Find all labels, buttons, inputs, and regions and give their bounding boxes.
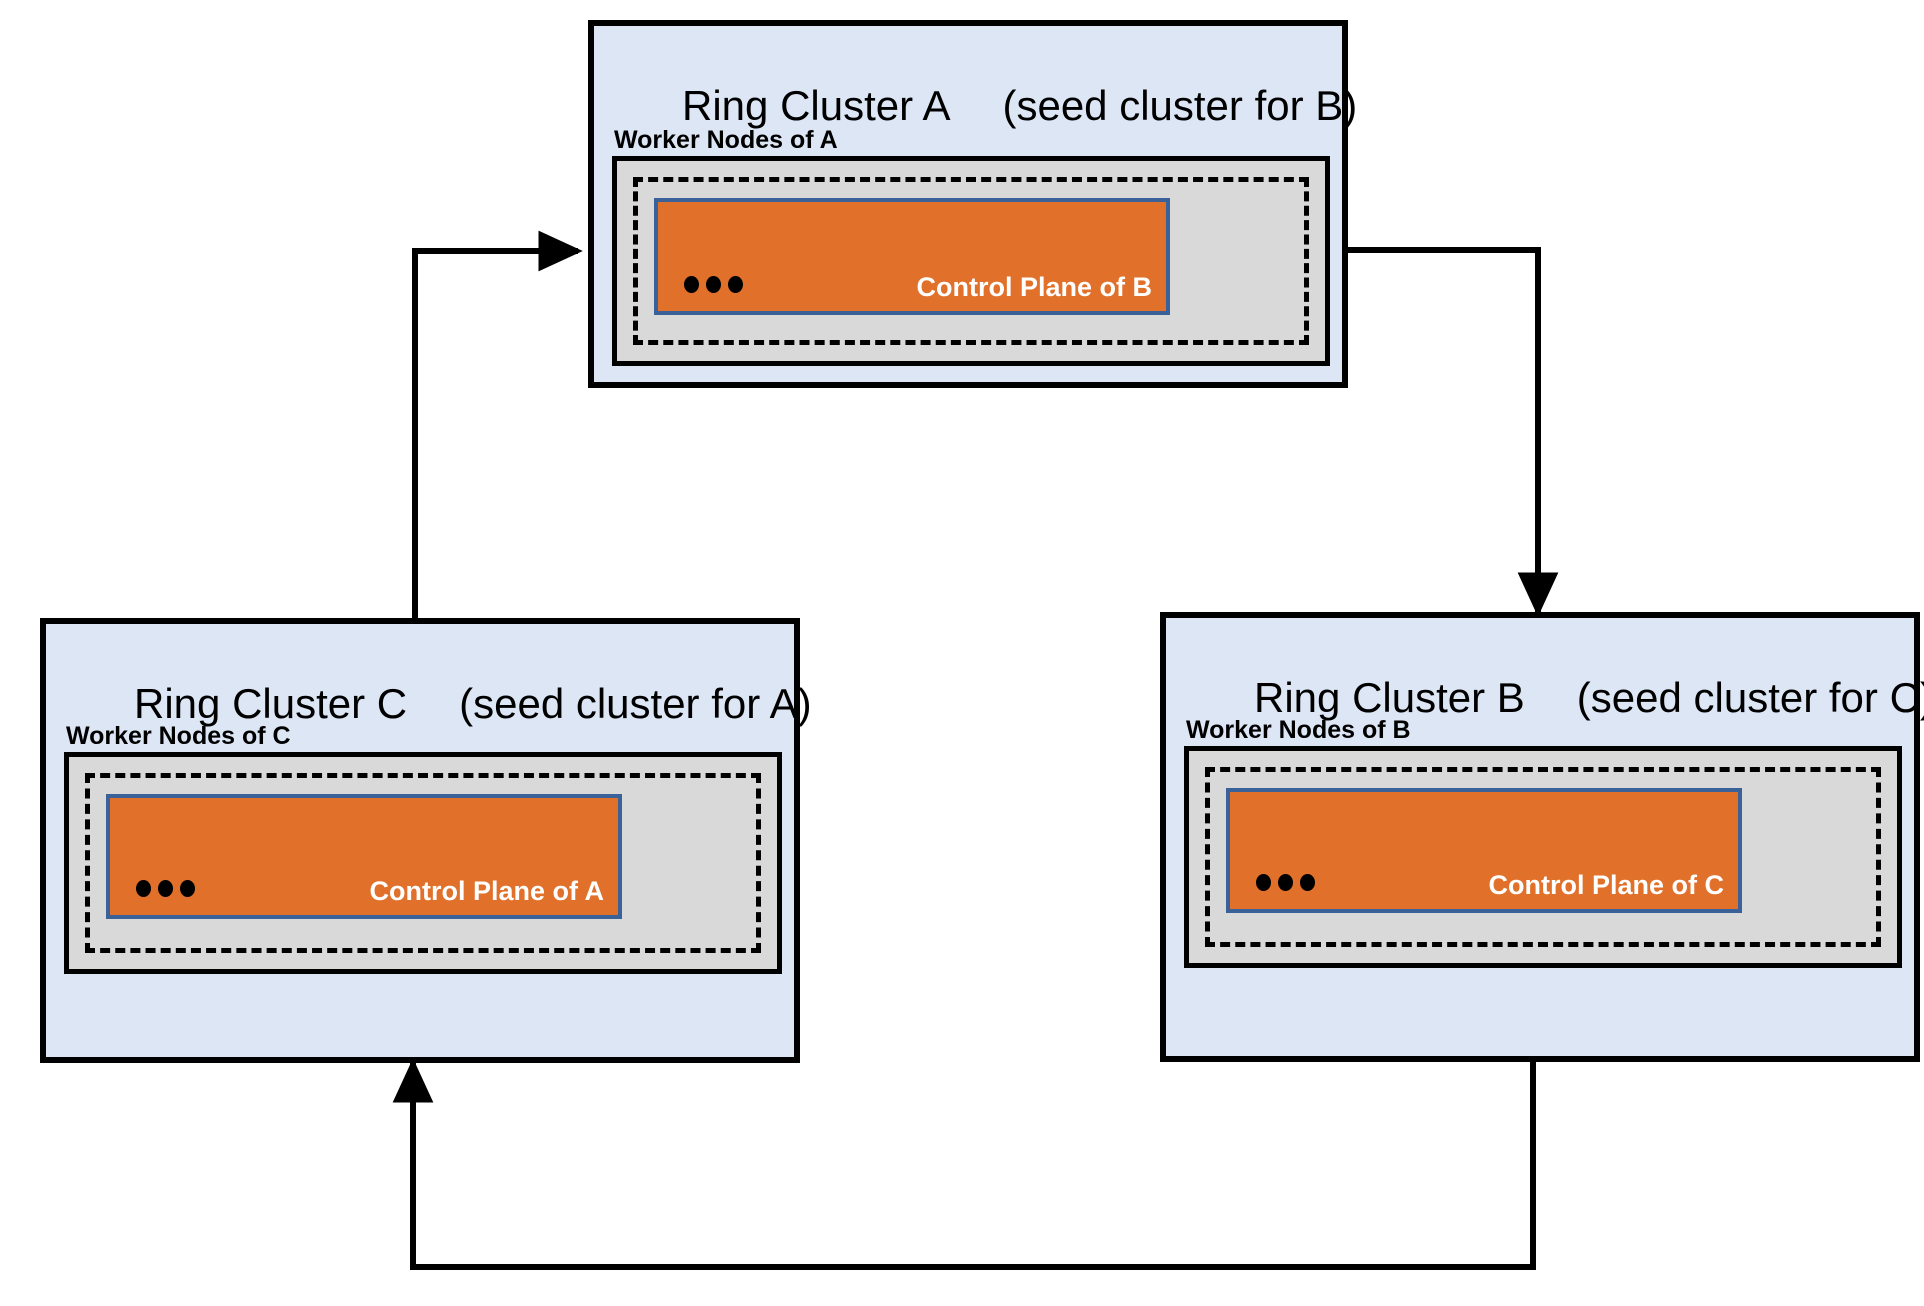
cluster-b-seed-note: (seed cluster for C) <box>1576 674 1924 722</box>
cluster-c-name: Ring Cluster C <box>134 680 408 728</box>
cluster-b-name: Ring Cluster B <box>1254 674 1525 722</box>
cluster-a-title: Ring Cluster A (seed cluster for B) <box>612 34 1357 179</box>
connector-c-to-a <box>412 230 583 618</box>
cluster-c-ellipsis-dots <box>136 880 195 897</box>
cluster-b-dashed-boundary: Control Plane of C <box>1205 767 1881 947</box>
cluster-c-control-plane[interactable]: Control Plane of A <box>106 794 622 919</box>
cluster-c-control-plane-label: Control Plane of A <box>369 876 605 906</box>
cluster-a-control-plane-label: Control Plane of B <box>916 272 1153 302</box>
cluster-c-dashed-boundary: Control Plane of A <box>85 773 761 953</box>
cluster-c-title: Ring Cluster C (seed cluster for A) <box>64 632 812 777</box>
cluster-b-title: Ring Cluster B (seed cluster for C) <box>1184 626 1924 771</box>
cluster-b[interactable]: Ring Cluster B (seed cluster for C) Worke… <box>1160 612 1924 1062</box>
cluster-b-ellipsis-dots <box>1256 874 1315 891</box>
cluster-c-worker-box: Control Plane of A <box>64 752 782 974</box>
cluster-a-worker-label: Worker Nodes of A <box>614 126 838 154</box>
cluster-c-worker-label: Worker Nodes of C <box>66 722 291 750</box>
cluster-a[interactable]: Ring Cluster A (seed cluster for B) Worke… <box>588 20 1357 388</box>
cluster-b-control-plane-label: Control Plane of C <box>1488 870 1725 900</box>
cluster-b-control-plane[interactable]: Control Plane of C <box>1226 788 1742 913</box>
cluster-b-worker-label: Worker Nodes of B <box>1186 716 1411 744</box>
cluster-a-ellipsis-dots <box>684 276 743 293</box>
cluster-c-seed-note: (seed cluster for A) <box>459 680 812 728</box>
cluster-c[interactable]: Ring Cluster C (seed cluster for A) Worke… <box>40 618 812 1063</box>
cluster-a-worker-box: Control Plane of B <box>612 156 1330 366</box>
connector-a-to-b <box>1348 247 1559 617</box>
cluster-a-control-plane[interactable]: Control Plane of B <box>654 198 1170 315</box>
connector-b-to-c <box>392 1058 1536 1270</box>
cluster-a-name: Ring Cluster A <box>682 82 951 130</box>
cluster-a-dashed-boundary: Control Plane of B <box>633 177 1309 345</box>
cluster-b-worker-box: Control Plane of C <box>1184 746 1902 968</box>
cluster-a-seed-note: (seed cluster for B) <box>1002 82 1358 130</box>
